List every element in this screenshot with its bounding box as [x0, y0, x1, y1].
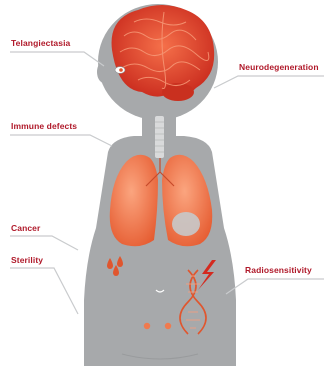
label-immune-defects: Immune defects [11, 121, 77, 131]
leader-line-sterility [10, 268, 78, 314]
label-radiosensitivity: Radiosensitivity [245, 265, 312, 275]
label-cancer: Cancer [11, 223, 40, 233]
leader-line-immune-defects [10, 135, 112, 146]
leader-line-neurodegeneration [214, 76, 324, 88]
label-telangiectasia: Telangiectasia [11, 38, 70, 48]
trachea-icon [155, 116, 164, 158]
leader-line-cancer [10, 236, 78, 250]
eye-icon [115, 67, 125, 74]
leader-line-telangiectasia [10, 52, 104, 66]
leader-line-radiosensitivity [226, 279, 324, 294]
label-neurodegeneration: Neurodegeneration [239, 62, 319, 72]
label-sterility: Sterility [11, 255, 43, 265]
